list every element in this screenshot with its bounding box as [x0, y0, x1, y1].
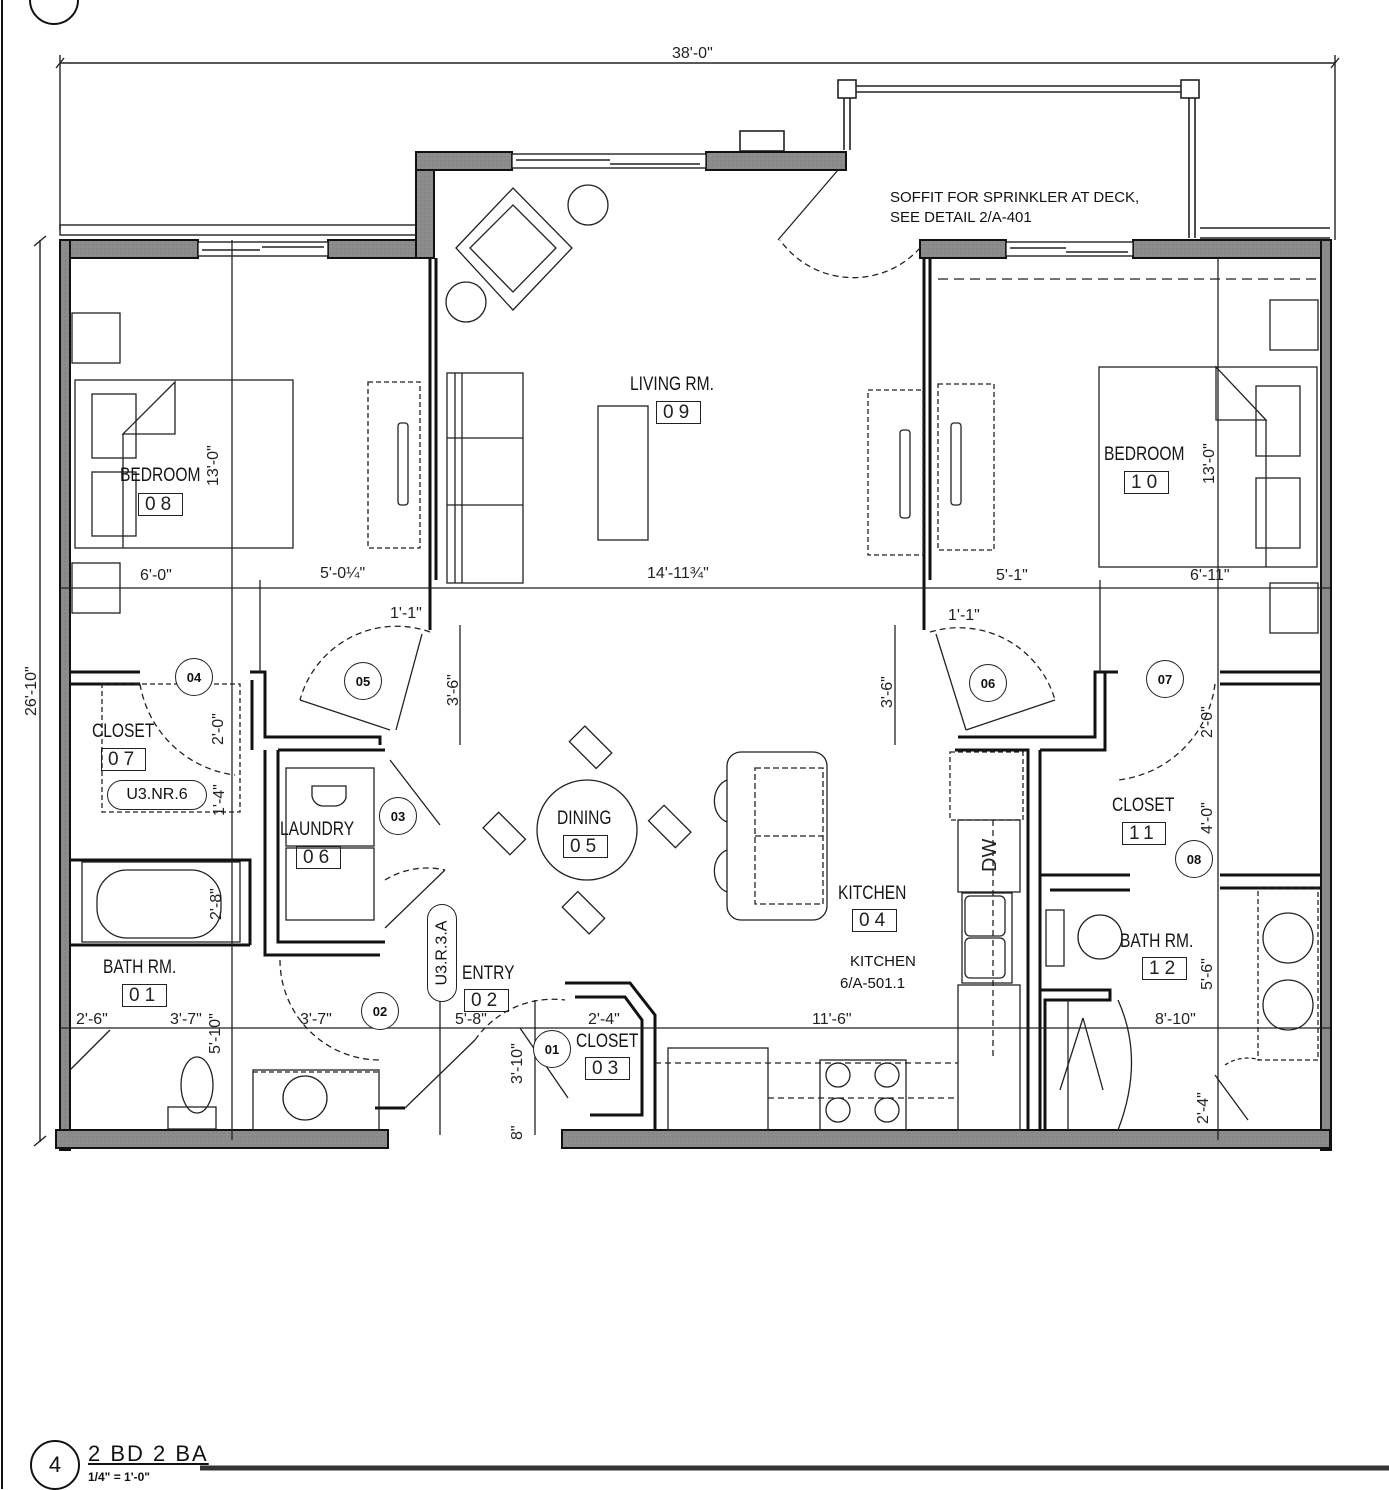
door-tag-02: 02	[361, 992, 399, 1030]
door-tag-08: 08	[1175, 840, 1213, 878]
soffit-note-line2: SEE DETAIL 2/A-401	[890, 209, 1032, 226]
dim-3-6-left: 3'-6"	[445, 674, 462, 706]
drawing-title: 2 BD 2 BA	[88, 1441, 209, 1466]
dim-8in: 8"	[509, 1125, 526, 1140]
room-name-kitchen: KITCHEN	[838, 883, 907, 904]
room-number-06: 06	[296, 846, 342, 869]
dim-overall-width: 38'-0"	[672, 45, 713, 62]
dim-5-1: 5'-1"	[996, 567, 1028, 584]
dim-1-4: 1'-4"	[211, 784, 228, 816]
dim-5-8: 5'-8"	[455, 1011, 487, 1028]
dim-5-6: 5'-6"	[1199, 958, 1216, 990]
room-name-bedroom-08: BEDROOM	[120, 465, 201, 486]
room-number-02: 02	[464, 989, 510, 1012]
room-number-12: 12	[1142, 957, 1188, 980]
dim-bed08-depth: 13'-0"	[205, 445, 222, 486]
room-number-11: 11	[1122, 822, 1166, 845]
room-number-09: 09	[656, 401, 702, 424]
unit-tag-ra: U3.R.3.A	[427, 904, 457, 1002]
door-tag-01: 01	[533, 1030, 571, 1068]
unit-tag-nr: U3.NR.6	[107, 780, 207, 810]
room-name-entry: ENTRY	[462, 963, 515, 984]
dim-8-10: 8'-10"	[1155, 1011, 1196, 1028]
drawing-scale: 1/4" = 1'-0"	[88, 1470, 150, 1484]
door-tag-06: 06	[969, 664, 1007, 702]
dim-1-1-right: 1'-1"	[948, 607, 980, 624]
drawing-number-circle: 4	[30, 1440, 80, 1490]
dim-6-11: 6'-11"	[1190, 567, 1230, 584]
dishwasher-label: DW	[979, 838, 1001, 872]
room-number-10: 10	[1124, 471, 1170, 494]
dim-3-7-left: 3'-7"	[170, 1011, 202, 1028]
dim-bed10-depth: 13'-0"	[1201, 443, 1218, 484]
kitchen-ref-line1: KITCHEN	[850, 953, 916, 970]
door-tag-07: 07	[1146, 660, 1184, 698]
dim-2-8: 2'-8"	[208, 888, 225, 920]
room-name-dining: DINING	[557, 808, 612, 829]
dim-2-4-closet: 2'-4"	[588, 1011, 620, 1028]
dim-3-7-right: 3'-7"	[300, 1011, 332, 1028]
dim-living-width: 14'-11¾"	[647, 565, 709, 582]
room-number-05: 05	[563, 835, 609, 858]
room-name-bath-01: BATH RM.	[103, 957, 177, 978]
dim-2-6: 2'-6"	[76, 1011, 108, 1028]
dim-5-0q: 5'-0¼"	[320, 565, 366, 582]
dim-4-0: 4'-0"	[1199, 802, 1216, 834]
dim-3-6-right: 3'-6"	[879, 676, 896, 708]
soffit-note-line1: SOFFIT FOR SPRINKLER AT DECK,	[890, 189, 1140, 206]
dim-overall-depth: 26'-10"	[23, 666, 40, 716]
room-name-living: LIVING RM.	[630, 374, 714, 395]
dim-11-6: 11'-6"	[812, 1011, 852, 1028]
door-tag-05: 05	[344, 662, 382, 700]
room-name-closet-03: CLOSET	[576, 1031, 639, 1052]
kitchen-ref-line2: 6/A-501.1	[840, 975, 906, 992]
room-name-bath-12: BATH RM.	[1120, 931, 1194, 952]
room-name-bedroom-10: BEDROOM	[1104, 444, 1185, 465]
dim-2-0-right: 2'-0"	[1199, 706, 1216, 738]
room-number-08: 08	[138, 493, 184, 516]
drawing-number: 4	[48, 1452, 62, 1477]
room-number-03: 03	[585, 1057, 631, 1080]
room-name-closet-07: CLOSET	[92, 721, 155, 742]
room-number-01: 01	[122, 984, 168, 1007]
door-tag-03: 03	[379, 797, 417, 835]
dim-6-0: 6'-0"	[140, 567, 172, 584]
room-name-laundry: LAUNDRY	[280, 819, 355, 840]
room-number-07: 07	[101, 748, 147, 771]
dim-3-10: 3'-10"	[509, 1043, 526, 1084]
room-name-closet-11: CLOSET	[1112, 795, 1175, 816]
dim-5-10: 5'-10"	[207, 1013, 224, 1054]
door-tag-04: 04	[175, 658, 213, 696]
unit-tag-ra-text: U3.R.3.A	[433, 920, 451, 986]
dim-1-1-left: 1'-1"	[390, 605, 422, 622]
room-number-04: 04	[852, 909, 898, 932]
dim-2-0-left: 2'-0"	[210, 713, 227, 745]
dim-2-4-bath: 2'-4"	[1195, 1092, 1212, 1124]
